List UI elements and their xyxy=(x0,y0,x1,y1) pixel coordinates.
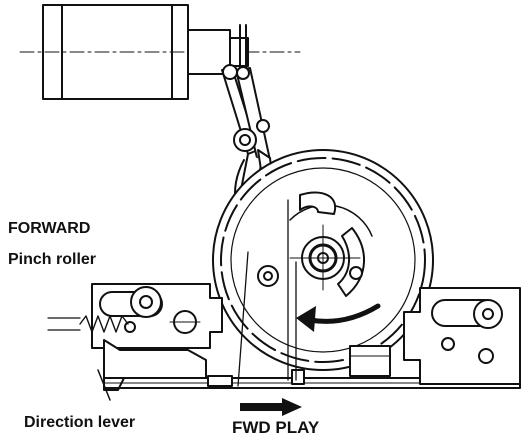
pinch-roller-label: Pinch roller xyxy=(8,251,97,268)
forward-label: FORWARD xyxy=(8,220,91,237)
right-mechanism xyxy=(349,287,521,385)
rotation-arrow xyxy=(307,303,381,324)
pinch-roller-assembly xyxy=(91,265,279,349)
flywheel xyxy=(212,149,434,371)
coil-spring xyxy=(47,315,129,333)
arrow-right-icon xyxy=(240,398,302,416)
motor xyxy=(19,4,301,100)
rotation-arrow-head xyxy=(296,306,316,332)
base-chassis xyxy=(103,199,521,389)
fwd-play-label: FWD PLAY xyxy=(232,418,320,437)
direction-lever-label: Direction lever xyxy=(24,414,136,431)
